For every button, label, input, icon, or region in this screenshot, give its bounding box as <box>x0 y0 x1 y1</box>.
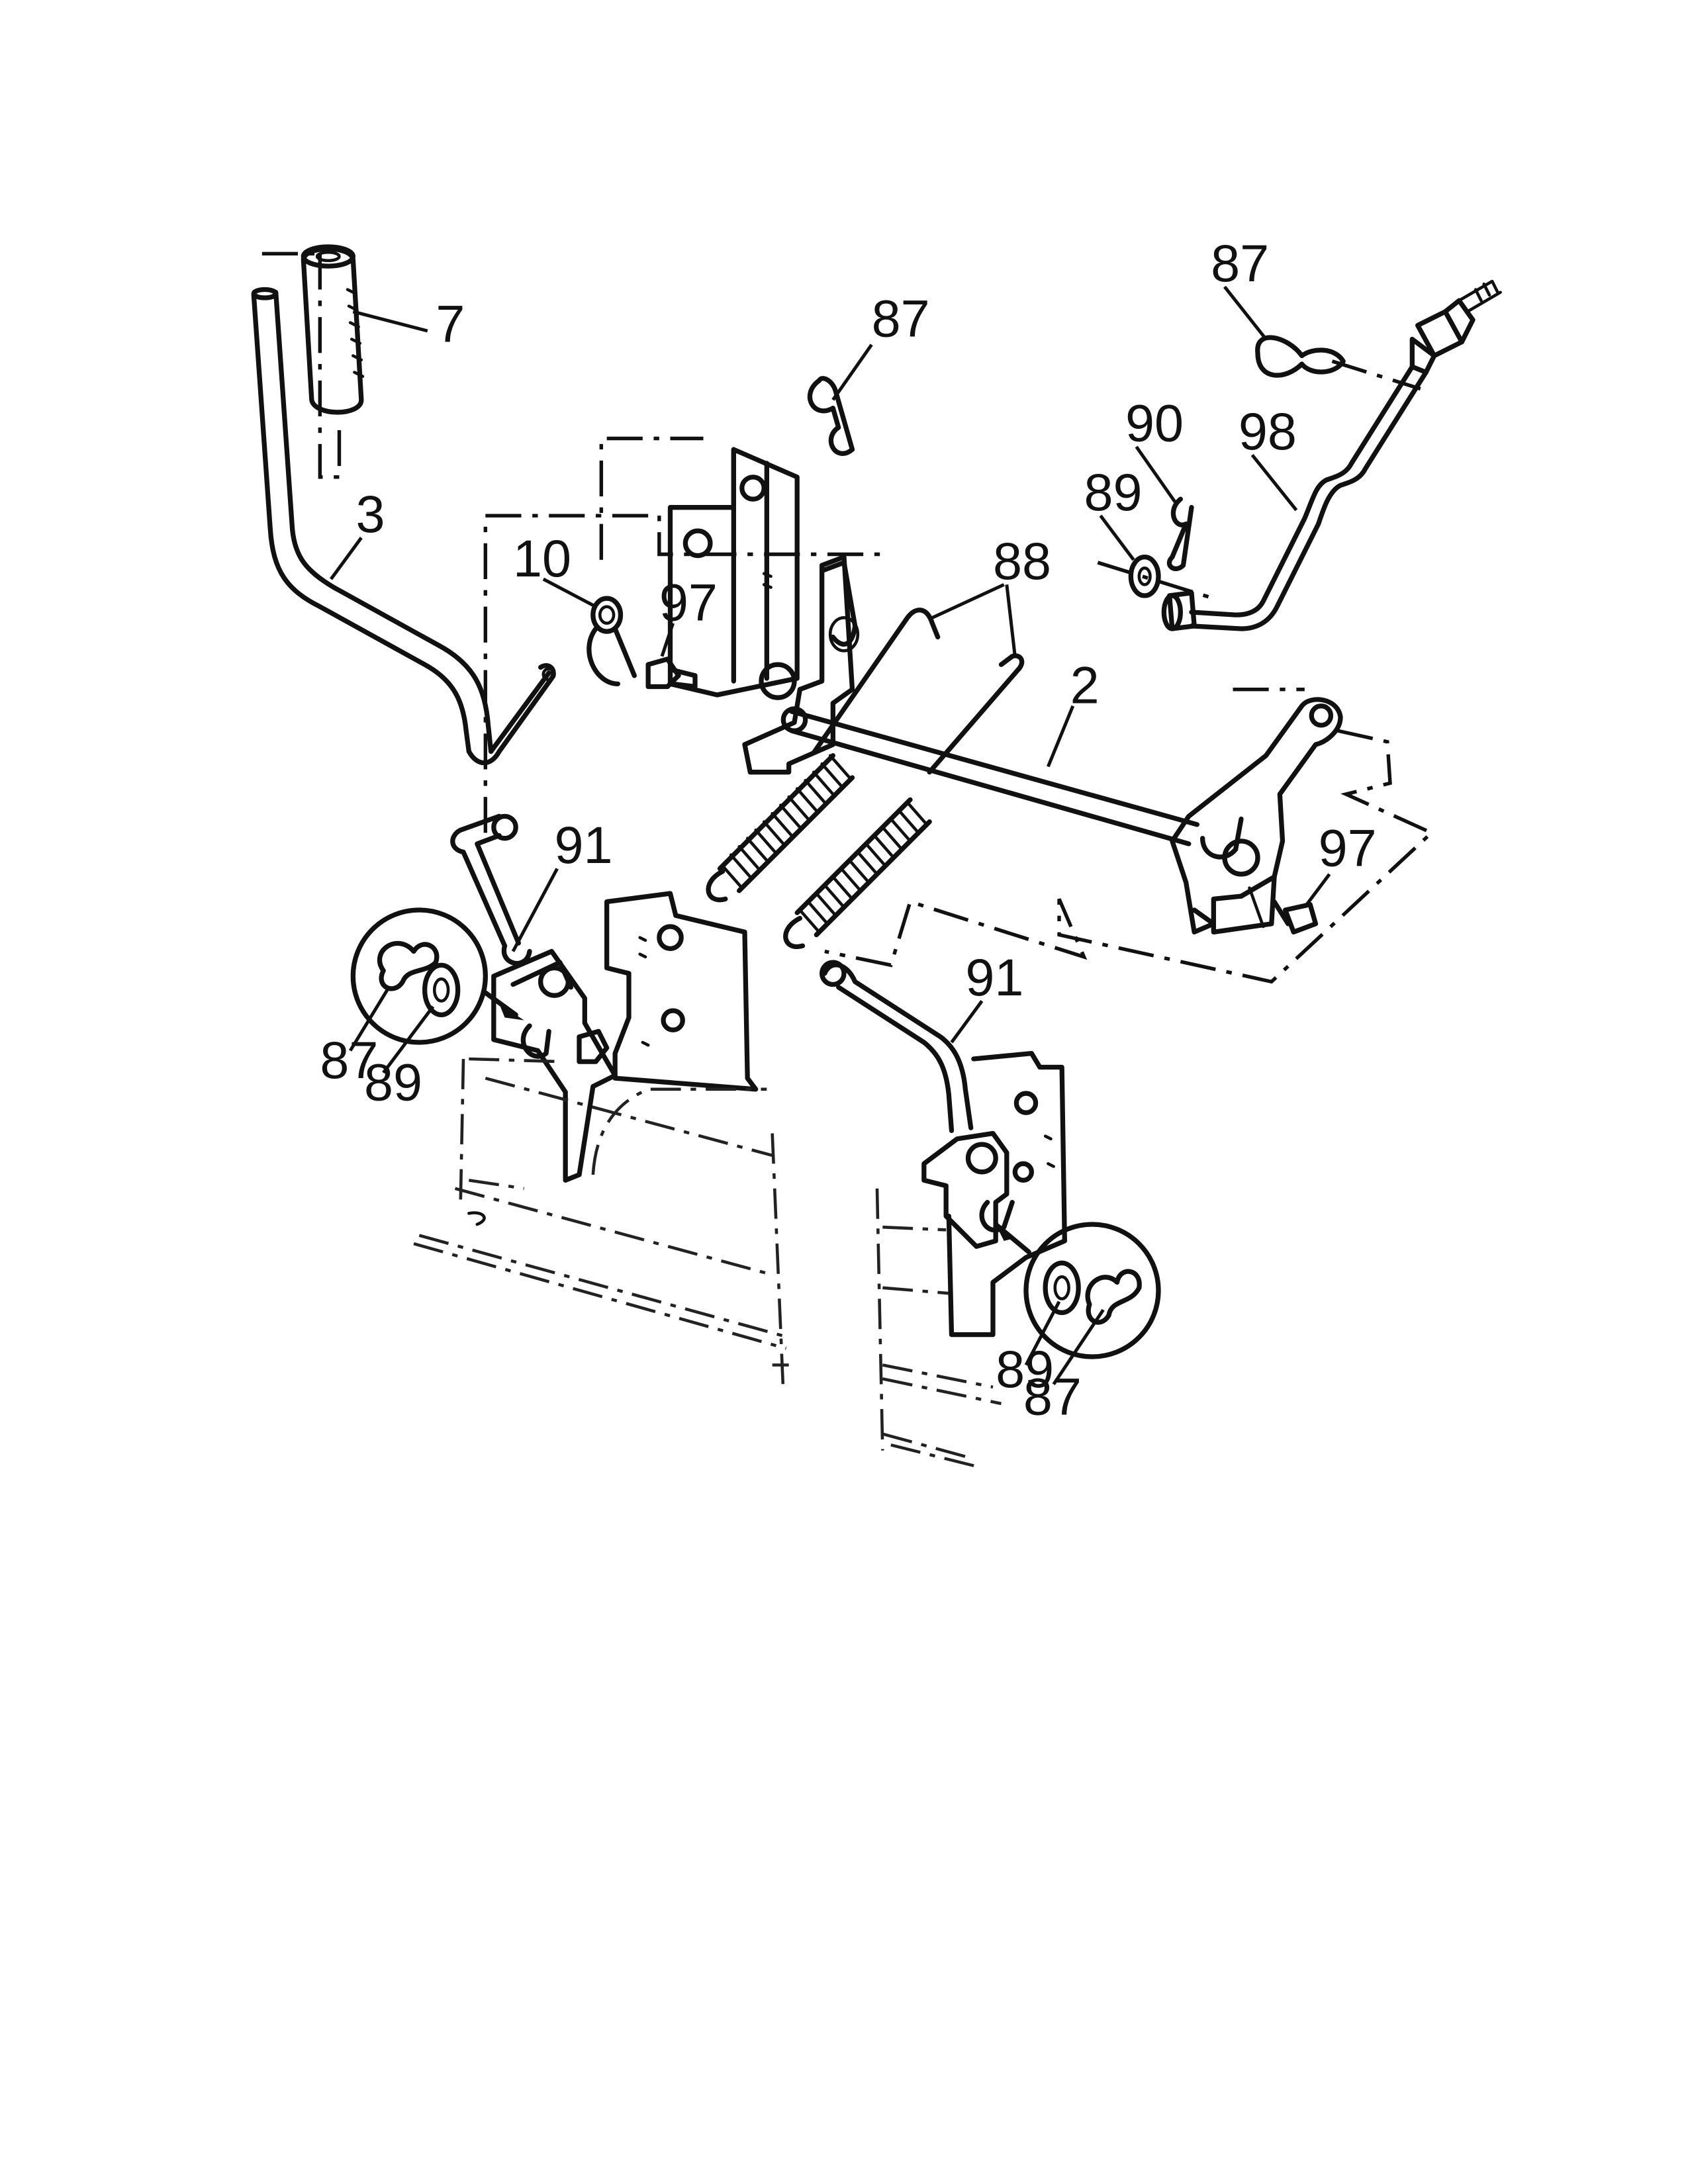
handle-grip <box>301 244 365 415</box>
callout-88: 88 <box>993 531 1051 590</box>
callout-10: 10 <box>513 529 571 588</box>
callout-3: 3 <box>356 484 385 543</box>
callout-7: 7 <box>436 295 465 353</box>
spring-right <box>783 797 932 950</box>
callout-87-top: 87 <box>872 289 930 347</box>
callout-labels: 7 3 10 97 87 88 2 87 90 98 89 97 91 87 8… <box>320 234 1376 1426</box>
lift-lever-rod <box>251 287 556 766</box>
flange-bolt-right <box>1272 899 1319 934</box>
detail-view-right <box>993 1218 1161 1359</box>
callout-91-left: 91 <box>555 815 613 874</box>
callout-89-left-detail: 89 <box>364 1052 422 1111</box>
right-lift-link <box>820 960 974 1133</box>
leader-lines <box>329 285 1331 1386</box>
callout-97-right: 97 <box>1319 818 1377 877</box>
callout-87-rod: 87 <box>1211 234 1269 293</box>
assist-springs <box>706 608 1025 950</box>
flange-bolt-left <box>645 657 698 690</box>
callout-89-rod: 89 <box>1084 463 1143 522</box>
right-deck-outline <box>875 1188 1002 1469</box>
arm-guide-line <box>824 687 1435 984</box>
hairpin-top-center <box>807 376 855 456</box>
callout-87-right-detail: 87 <box>1023 1367 1082 1426</box>
callout-98: 98 <box>1239 402 1297 461</box>
callout-90: 90 <box>1125 394 1184 453</box>
grip-guide-line <box>261 251 342 479</box>
left-deck-bracket <box>491 891 759 1183</box>
spring-left <box>706 753 855 903</box>
callout-2: 2 <box>1070 656 1100 715</box>
callout-89-right-detail: 89 <box>996 1340 1054 1398</box>
detail-view-left <box>350 907 524 1045</box>
left-deck-outline <box>413 1057 790 1393</box>
callout-91-right: 91 <box>965 948 1023 1007</box>
center-mounting-bracket <box>483 436 891 833</box>
torsion-spring <box>586 596 637 686</box>
callout-97-left: 97 <box>659 573 718 632</box>
left-lift-link <box>450 813 532 966</box>
rod-guide-line <box>1097 359 1421 600</box>
height-adjust-rod <box>1097 279 1502 631</box>
callout-87-left-detail: 87 <box>320 1030 378 1089</box>
bracket-guide-line <box>483 436 891 833</box>
lift-rock-shaft <box>780 687 1435 984</box>
